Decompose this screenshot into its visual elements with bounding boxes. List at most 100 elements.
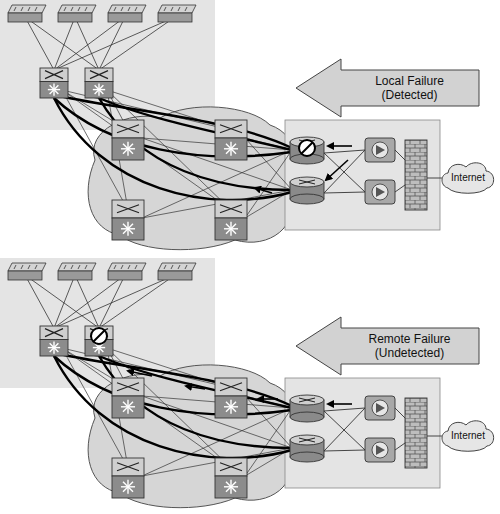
load-balancer xyxy=(372,442,388,458)
access-switch xyxy=(178,265,180,269)
access-switch xyxy=(164,265,166,269)
routed-path xyxy=(60,96,292,148)
multilayer-switch xyxy=(215,396,247,418)
load-balancer xyxy=(365,438,395,462)
access-switch xyxy=(108,5,146,13)
access-switch xyxy=(21,7,23,11)
multilayer-switch xyxy=(112,396,144,418)
access-switch xyxy=(171,7,173,11)
access-uplink xyxy=(54,275,175,328)
failure-symbol xyxy=(91,328,107,344)
access-switch xyxy=(185,7,187,11)
multilayer-switch xyxy=(123,482,133,492)
access-switch xyxy=(158,271,192,280)
access-switch xyxy=(71,7,73,11)
multilayer-switch xyxy=(220,383,242,391)
cloud-outline xyxy=(442,163,494,193)
failure-arrow xyxy=(255,188,272,193)
multilayer-switch xyxy=(215,120,247,138)
access-switch xyxy=(14,265,16,269)
multilayer-switch xyxy=(112,200,144,218)
multilayer-switch xyxy=(123,144,133,154)
load-balancer xyxy=(376,145,385,155)
firewall-symbol xyxy=(405,140,427,210)
multilayer-switch xyxy=(215,200,247,218)
core-link xyxy=(142,448,292,476)
failure-arrow xyxy=(128,371,152,376)
multilayer-switch xyxy=(112,476,144,498)
routed-path xyxy=(54,356,292,458)
multilayer-switch xyxy=(40,82,68,99)
failure-arrow xyxy=(328,145,352,147)
failure-arrow xyxy=(326,160,348,180)
failure-arrow xyxy=(258,398,278,400)
access-switch xyxy=(8,271,42,280)
multilayer-switch xyxy=(50,343,59,352)
access-switch xyxy=(108,13,142,22)
edge-link xyxy=(324,408,365,411)
access-switch xyxy=(28,7,30,11)
multilayer-switch xyxy=(112,458,144,476)
callout-arrow: Local Failure (Detected) xyxy=(295,58,480,118)
failure-symbol xyxy=(302,143,313,154)
edge-link xyxy=(324,192,365,193)
edge-link xyxy=(427,436,442,437)
access-uplink xyxy=(25,275,54,328)
edge-link xyxy=(427,178,442,179)
access-switch xyxy=(85,7,87,11)
access-switch xyxy=(8,5,46,13)
access-uplink xyxy=(25,275,99,328)
multilayer-switch xyxy=(226,402,236,412)
edge-link xyxy=(395,150,405,160)
access-uplink xyxy=(99,17,175,70)
access-switch xyxy=(135,7,137,11)
access-switch xyxy=(108,263,146,271)
router-symbol xyxy=(290,194,324,204)
text-holder: Local Failure (Detected) xyxy=(343,58,476,118)
load-balancer xyxy=(372,184,388,200)
edge-link xyxy=(395,443,405,450)
router-symbol xyxy=(299,398,315,402)
internet-cloud: Internet xyxy=(440,160,496,196)
node-text: Remote Failure (Undetected) xyxy=(358,332,462,360)
access-switch xyxy=(64,265,66,269)
access-switch xyxy=(135,265,137,269)
access-switch xyxy=(58,13,92,22)
access-switch xyxy=(78,7,80,11)
routed-path xyxy=(54,98,292,200)
multilayer-switch xyxy=(215,378,247,396)
access-switch xyxy=(58,271,92,280)
router-symbol xyxy=(299,180,315,184)
access-uplink xyxy=(54,17,175,70)
load-balancer xyxy=(376,445,385,455)
multilayer-switch xyxy=(117,463,139,471)
edge-link xyxy=(395,185,405,192)
access-switch xyxy=(128,265,130,269)
multilayer-switch xyxy=(90,71,108,79)
access-uplink xyxy=(75,17,99,70)
multilayer-switch xyxy=(215,458,247,476)
access-switch xyxy=(14,7,16,11)
edge-link xyxy=(324,450,365,451)
access-switch xyxy=(128,7,130,11)
load-balancer xyxy=(365,138,395,162)
node-text: Internet xyxy=(451,172,485,184)
multilayer-switch xyxy=(95,85,104,94)
access-switch xyxy=(35,7,37,11)
failure-arrow xyxy=(328,403,352,405)
failure-symbol xyxy=(299,140,315,156)
access-switch xyxy=(158,13,192,22)
access-switch xyxy=(185,265,187,269)
access-switch xyxy=(164,7,166,11)
multilayer-switch xyxy=(40,68,68,82)
router-symbol xyxy=(290,395,324,405)
multilayer-switch xyxy=(112,138,144,160)
access-uplink xyxy=(25,17,99,70)
multilayer-switch xyxy=(112,120,144,138)
node-text: Internet xyxy=(451,430,485,442)
access-switch xyxy=(35,265,37,269)
load-balancer xyxy=(376,403,385,413)
access-switch xyxy=(114,265,116,269)
access-switch xyxy=(58,5,96,13)
